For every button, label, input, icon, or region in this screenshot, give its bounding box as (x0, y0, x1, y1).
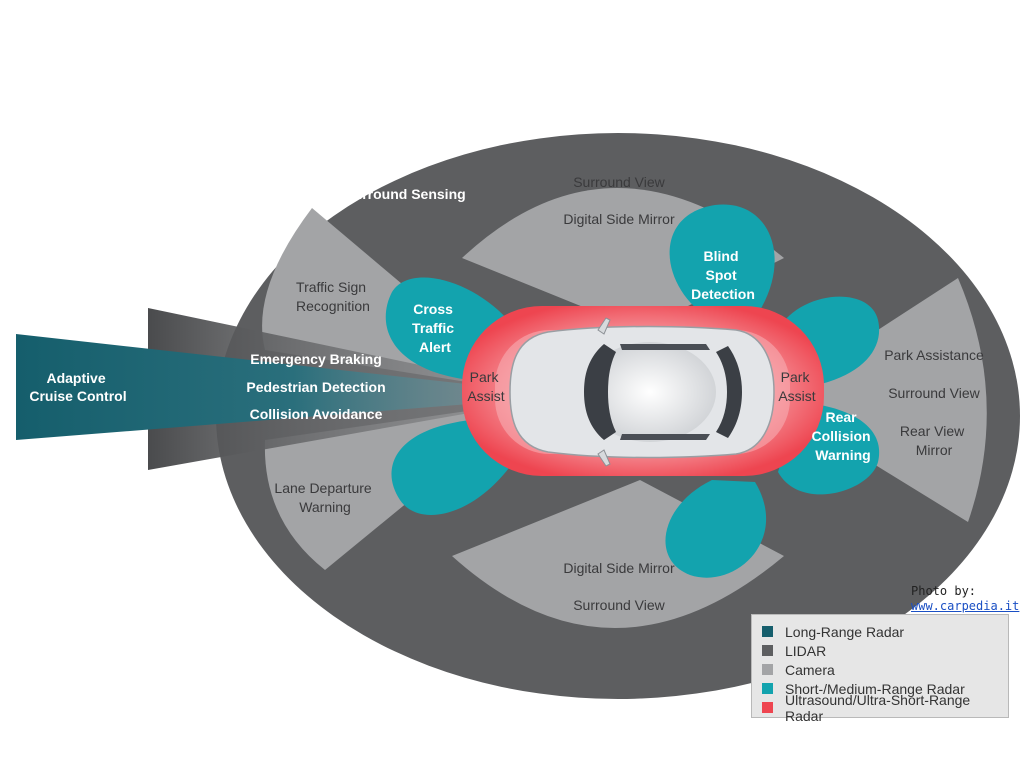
legend-item-long-range-radar: Long-Range Radar (762, 622, 1008, 641)
legend-label: Camera (785, 661, 835, 678)
legend-label: LIDAR (785, 642, 827, 659)
label-emergency-braking: Emergency Braking (250, 351, 382, 367)
car-roof (584, 342, 716, 442)
car (509, 317, 775, 467)
label-surround-view-right: Surround View (888, 385, 980, 401)
legend: Long-Range Radar LIDAR Camera Short-/Med… (751, 614, 1009, 724)
legend-label: Ultrasound/Ultra-Short-Range Radar (785, 691, 971, 724)
legend-swatch (762, 683, 773, 694)
label-surround-view-bottom: Surround View (573, 597, 665, 613)
mirror-right (597, 449, 611, 467)
legend-item-camera: Camera (762, 660, 1008, 679)
label-cross-traffic: Cross Traffic Alert (412, 301, 458, 355)
label-digital-side-mirror-top: Digital Side Mirror (563, 211, 675, 227)
blind-spot-radar (669, 204, 775, 320)
label-surround-view-top: Surround View (573, 174, 665, 190)
label-traffic-sign: Traffic Sign Recognition (296, 279, 370, 314)
label-pedestrian-detection: Pedestrian Detection (246, 379, 385, 395)
label-digital-side-mirror-bottom: Digital Side Mirror (563, 560, 675, 576)
legend-swatch (762, 702, 773, 713)
side-windows-bottom (620, 434, 710, 440)
label-park-assistance: Park Assistance (884, 347, 984, 363)
label-surround-sensing: Surround Sensing (344, 186, 465, 202)
label-park-assist-rear: Park Assist (778, 369, 815, 404)
rear-radar-bottom (665, 480, 767, 578)
label-blind-spot: Blind Spot Detection (691, 248, 755, 302)
windshield (584, 344, 616, 440)
long-range-radar-beam (16, 334, 520, 440)
legend-swatch (762, 664, 773, 675)
credit-link[interactable]: www.carpedia.it (911, 599, 1020, 613)
legend-swatch (762, 626, 773, 637)
legend-item-ultrasound: Ultrasound/Ultra-Short-Range Radar (762, 692, 1008, 724)
photo-credit: Photo by: www.carpedia.it (911, 584, 1019, 614)
label-rear-collision: Rear Collision Warning (811, 409, 874, 463)
rear-window (716, 346, 742, 438)
legend-label: Long-Range Radar (785, 623, 905, 640)
legend-item-lidar: LIDAR (762, 641, 1008, 660)
label-collision-avoidance: Collision Avoidance (250, 406, 383, 422)
label-lane-departure: Lane Departure Warning (274, 480, 375, 515)
legend-item-short-medium-radar: Short-/Medium-Range Radar (762, 679, 1008, 698)
credit-text: Photo by: (911, 584, 977, 598)
label-rear-view-mirror: Rear View Mirror (900, 423, 968, 458)
camera-zone-rear (770, 278, 987, 522)
label-adaptive-cruise: Adaptive Cruise Control (29, 370, 126, 404)
legend-label: Short-/Medium-Range Radar (785, 680, 965, 697)
legend-swatch (762, 645, 773, 656)
mirror-left (597, 317, 611, 335)
side-windows-top (620, 344, 710, 350)
label-park-assist-front: Park Assist (467, 369, 504, 404)
